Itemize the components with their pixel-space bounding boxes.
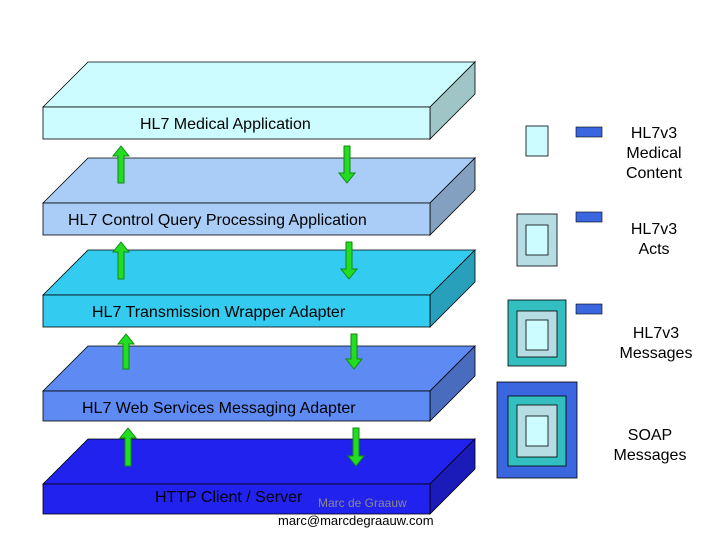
legend-swatch-2	[575, 303, 603, 315]
legend-swatch-1	[575, 211, 603, 223]
legend-box-soap-core	[525, 415, 549, 447]
legend-label-soap: SOAP Messages	[613, 427, 687, 464]
up-arrow-icon-1	[111, 241, 131, 280]
legend-box-messages-inner	[525, 319, 549, 351]
down-arrow-icon-0	[337, 145, 357, 184]
layer-label-http: HTTP Client / Server	[155, 489, 303, 506]
layer-label-medical-application: HL7 Medical Application	[140, 116, 311, 133]
down-arrow-icon-3	[346, 427, 366, 467]
layer-front-face-2	[42, 294, 431, 328]
layer-label-transmission-wrapper: HL7 Transmission Wrapper Adapter	[92, 304, 346, 321]
layer-label-web-services: HL7 Web Services Messaging Adapter	[82, 400, 356, 417]
layer-front-face-1	[42, 202, 431, 236]
layer-label-control-query: HL7 Control Query Processing Application	[68, 212, 367, 229]
layer-front-face-4	[42, 483, 431, 515]
legend-swatch-0	[575, 126, 603, 138]
layer-front-face-0	[42, 106, 431, 140]
layer-top-face-0	[42, 61, 476, 108]
legend-label-messages: HL7v3 Messages	[619, 325, 693, 362]
up-arrow-icon-0	[111, 145, 131, 184]
up-arrow-icon-3	[118, 427, 138, 467]
layer-top-face-2	[42, 249, 476, 296]
up-arrow-icon-2	[116, 333, 136, 370]
layer-top-face-3	[42, 345, 476, 392]
down-arrow-icon-2	[344, 333, 364, 370]
layer-top-face-4	[42, 438, 476, 485]
layer-top-face-1	[42, 157, 476, 204]
layer-front-face-3	[42, 390, 431, 422]
legend-label-acts: HL7v3 Acts	[630, 221, 678, 258]
legend-box-medical-content	[525, 125, 549, 157]
footer-email: marc@marcdegraauw.com	[278, 513, 434, 528]
legend-box-acts-inner	[525, 224, 549, 256]
down-arrow-icon-1	[339, 241, 359, 280]
footer-author: Marc de Graauw	[318, 496, 407, 510]
legend-label-medical-content: HL7v3 Medical Content	[625, 125, 683, 182]
